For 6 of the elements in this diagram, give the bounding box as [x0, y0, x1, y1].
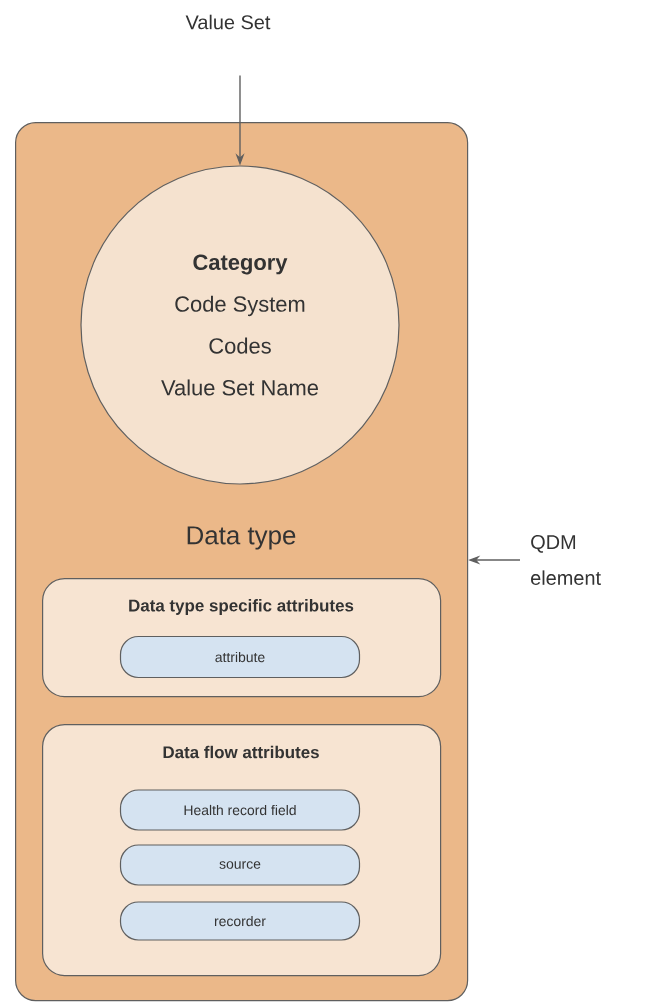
- attribute-pill: Health record field: [119, 789, 361, 831]
- node-label: Value Set: [185, 14, 271, 30]
- attribute-pill: recorder: [119, 901, 361, 941]
- attribute-pill: attribute: [119, 635, 361, 679]
- node-label: QDM element: [531, 535, 601, 585]
- attribute-pill: source: [119, 844, 361, 886]
